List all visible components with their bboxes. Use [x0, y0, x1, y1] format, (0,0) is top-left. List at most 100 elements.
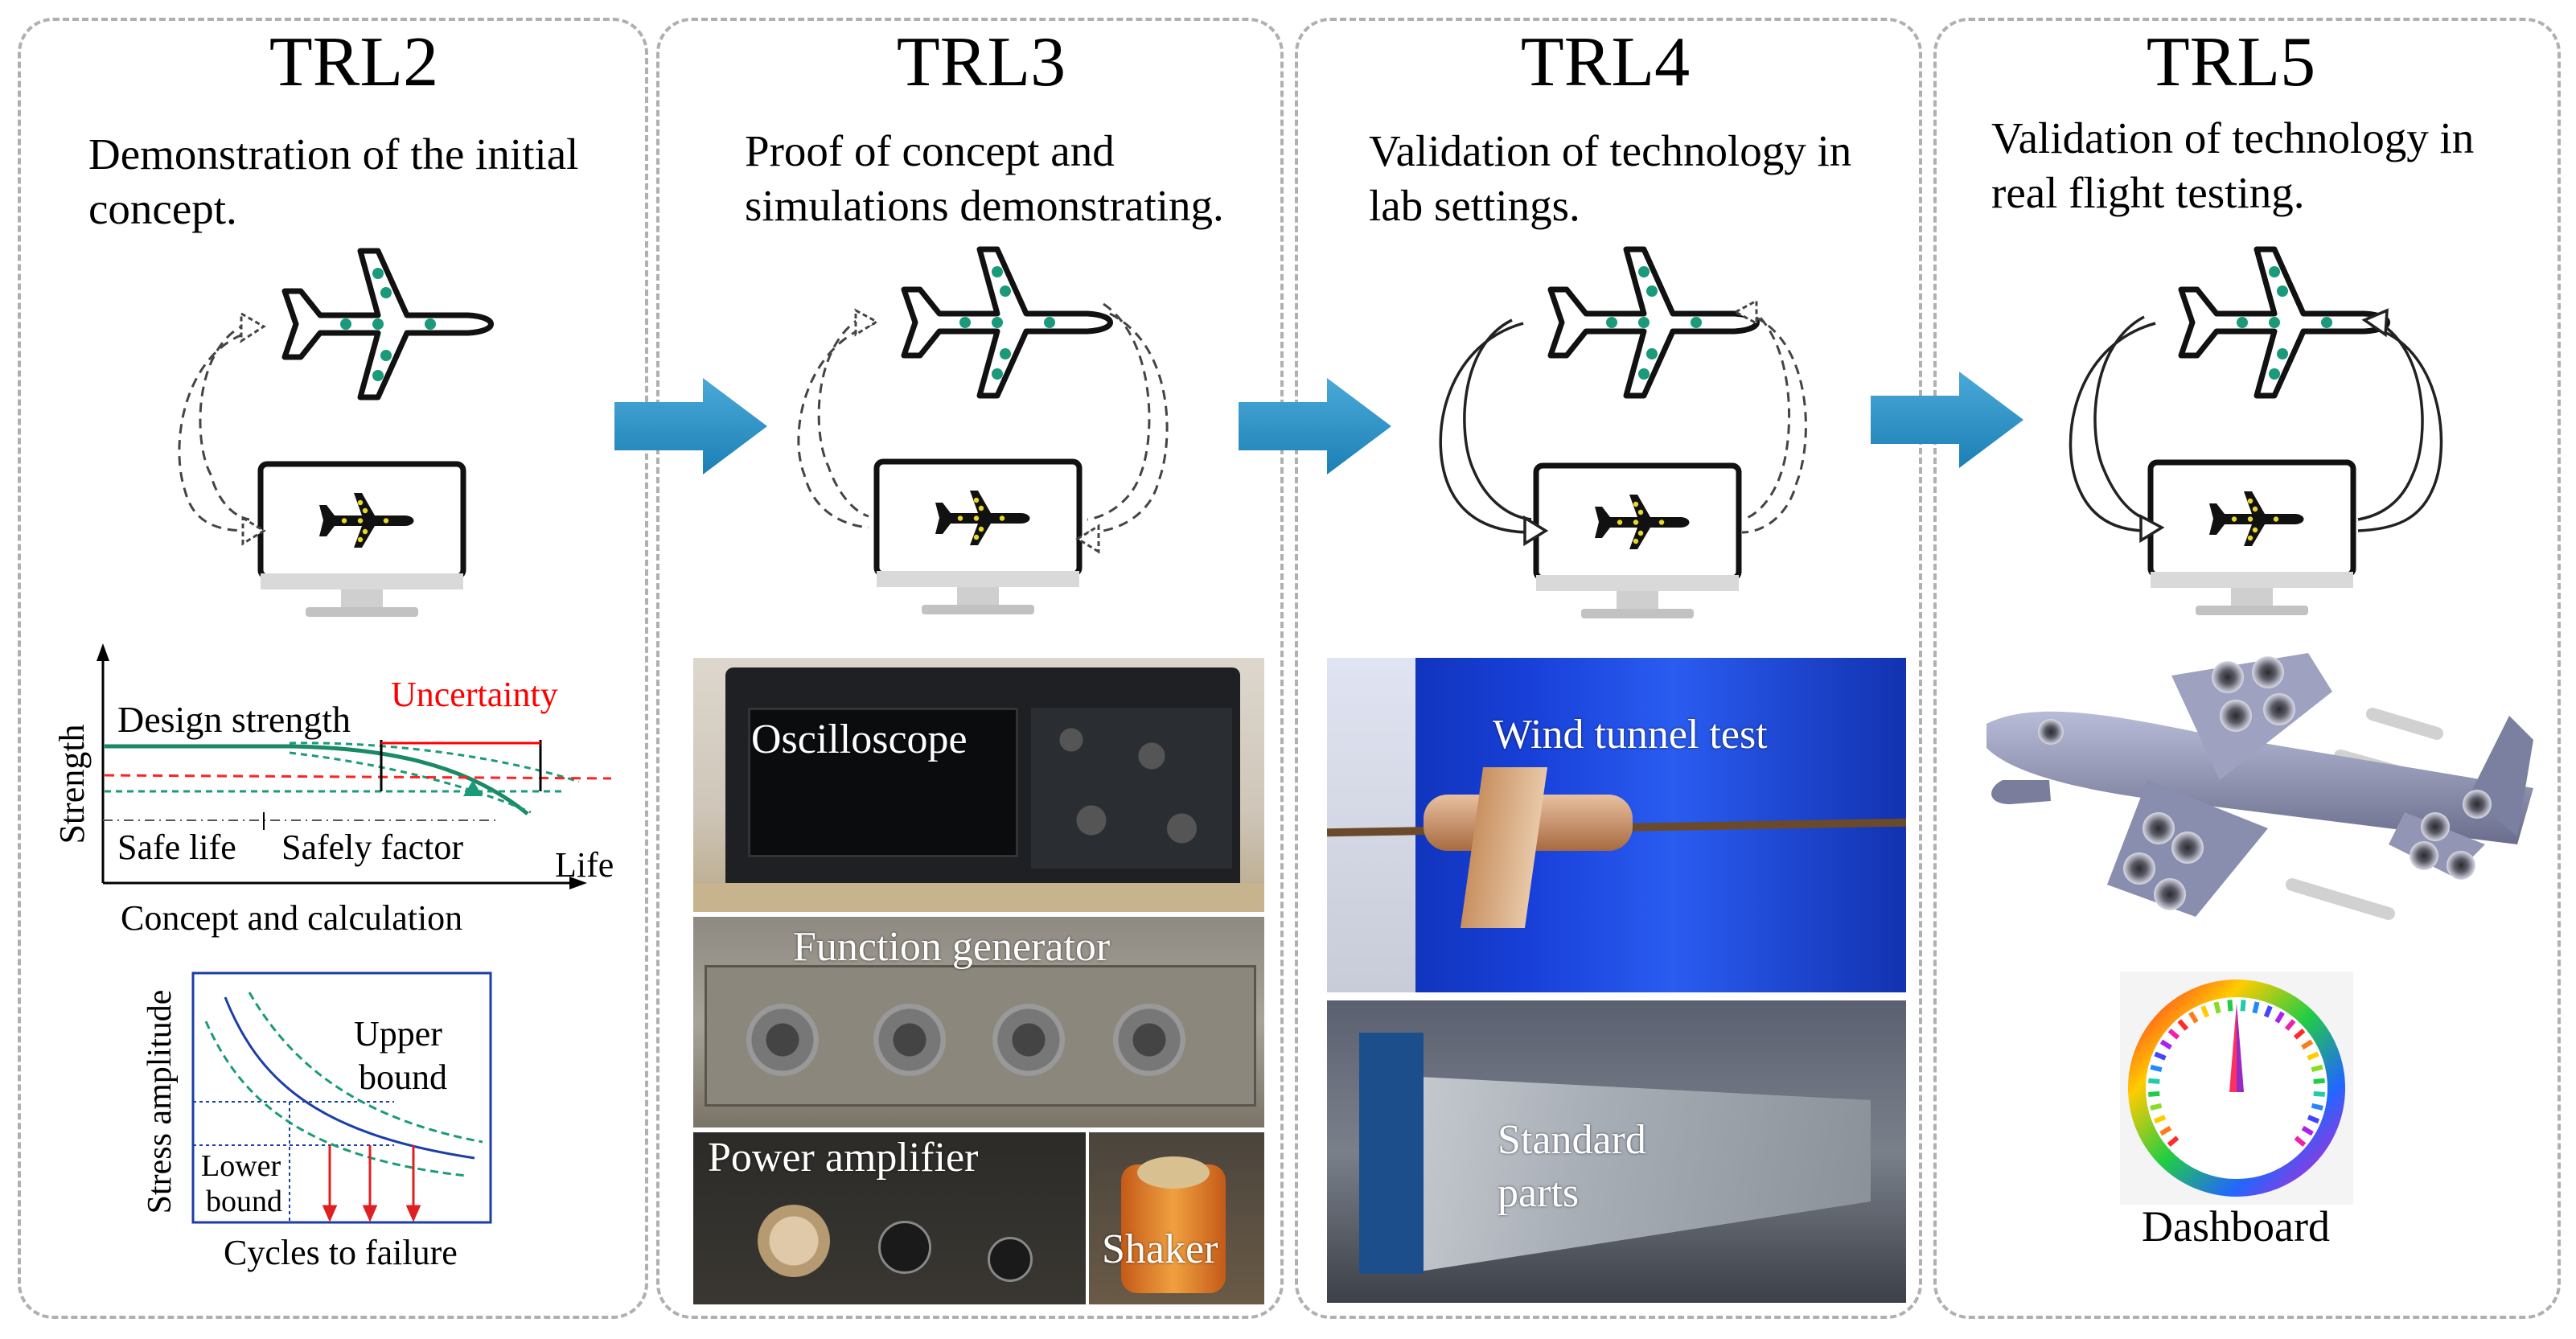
desc-trl5-line2: real flight testing. [1991, 168, 2305, 217]
gauge-tick [2301, 1039, 2314, 1050]
gauge-tick [2150, 1103, 2163, 1111]
oscilloscope-base [693, 883, 1264, 912]
wind-tunnel-side-wall [1327, 658, 1415, 992]
wind-tunnel-label: Wind tunnel test [1493, 712, 1768, 758]
gauge-tick [2148, 1078, 2160, 1084]
oscilloscope-controls [1031, 708, 1232, 869]
title-trl3: TRL3 [896, 23, 1066, 101]
function-generator-knob-3 [992, 1004, 1065, 1076]
desc-trl3: Proof of concept and simulations demonst… [745, 124, 1224, 233]
gauge-tick [2307, 1051, 2319, 1061]
power-amplifier-dial [878, 1221, 931, 1274]
shaker-top [1137, 1156, 1210, 1189]
desc-trl4: Validation of technology in lab settings… [1369, 124, 1851, 233]
trl5-loop [2069, 233, 2443, 635]
gauge-tick [2154, 1051, 2167, 1061]
panel-trl4 [1295, 18, 1922, 1319]
function-generator-knob-4 [1113, 1004, 1185, 1076]
title-trl5: TRL5 [2146, 23, 2316, 101]
monitor-icon [877, 462, 1079, 614]
dashboard-gauge [2120, 971, 2353, 1205]
power-amplifier-label: Power amplifier [708, 1135, 979, 1181]
gauge-tick [2313, 1091, 2325, 1097]
lower-bound-label-2: bound [206, 1185, 282, 1218]
title-trl2: TRL2 [269, 23, 439, 101]
piezo-sensor-dots [2038, 656, 2492, 910]
gauge-tick [2301, 1125, 2314, 1136]
desc-trl3-line1: Proof of concept and [745, 126, 1115, 175]
gauge-tick [2227, 1000, 2233, 1012]
arrow-trl4-to-trl5 [1871, 372, 2023, 468]
gauge-tick [2200, 1005, 2210, 1018]
function-generator-knob-2 [873, 1004, 946, 1076]
gauge-tick [2148, 1091, 2160, 1097]
monitor-icon [261, 464, 463, 617]
safety-factor-label: Safely factor [281, 828, 463, 867]
desc-trl2-line1: Demonstration of the initial [88, 129, 579, 179]
power-amplifier-knob [758, 1205, 830, 1277]
strength-axis-label: Strength [52, 724, 92, 844]
gauge-tick [2159, 1039, 2172, 1050]
gauge-tick [2167, 1029, 2180, 1040]
sn-curve-chart: Stress amplitude Cycles to failure Upper… [142, 971, 492, 1272]
desc-trl4-line1: Validation of technology in [1369, 126, 1852, 175]
gauge-tick [2311, 1103, 2323, 1111]
gauge-tick [2213, 1001, 2221, 1014]
model-aircraft-wing [1460, 767, 1548, 928]
desc-trl5: Validation of technology in real flight … [1991, 111, 2474, 220]
shaker-photo: Shaker [1089, 1132, 1264, 1304]
arrow-trl3-to-trl4 [1239, 378, 1391, 474]
stress-amplitude-axis-label: Stress amplitude [142, 990, 179, 1214]
oscilloscope-screen [748, 708, 1018, 857]
wind-tunnel-photo: Wind tunnel test [1327, 658, 1906, 992]
airplane-icon [2181, 249, 2388, 396]
desc-trl2-line2: concept. [88, 184, 237, 233]
gauge-tick [2167, 1136, 2180, 1148]
dashboard-label: Dashboard [2142, 1202, 2330, 1251]
life-axis-label: Life [555, 845, 614, 885]
trl2-loop [178, 233, 555, 635]
trl3-loop [797, 233, 1169, 635]
panel-trl2 [18, 18, 648, 1319]
gauge-tick [2159, 1125, 2172, 1136]
power-amplifier-photo: Power amplifier [693, 1132, 1086, 1304]
gauge-tick [2263, 1005, 2273, 1018]
gauge-tick [2240, 1000, 2246, 1012]
desc-trl2: Demonstration of the initial concept. [88, 127, 578, 236]
desc-trl5-line1: Validation of technology in [1991, 113, 2475, 162]
standard-parts-photo: Standard parts [1327, 1000, 1906, 1303]
gauge-tick [2293, 1029, 2306, 1040]
gauge-tick [2150, 1064, 2163, 1073]
gauge-tick [2307, 1115, 2320, 1124]
gauge-tick [2274, 1011, 2285, 1024]
gauge-tick [2294, 1136, 2307, 1148]
gauge-tick [2177, 1019, 2189, 1031]
function-generator-label: Function generator [793, 924, 1111, 970]
gauge-tick [2153, 1115, 2167, 1124]
desc-trl4-line2: lab settings. [1369, 181, 1580, 230]
gauge-tick [2252, 1001, 2260, 1014]
flight-test-aircraft [1986, 653, 2533, 920]
trl4-loop [1439, 233, 1807, 635]
desc-trl3-line2: simulations demonstrating. [745, 181, 1224, 230]
concept-calculation-caption: Concept and calculation [121, 898, 462, 938]
arrow-trl2-to-trl3 [614, 378, 767, 474]
strength-life-chart: Strength Design strength Uncertainty Saf… [52, 643, 614, 938]
wing-root [1359, 1033, 1424, 1274]
panel-trl5 [1933, 18, 2561, 1319]
standard-parts-label-1: Standard [1498, 1117, 1646, 1163]
function-generator-photo: Function generator [693, 917, 1264, 1127]
power-amplifier-dial-2 [988, 1237, 1033, 1282]
upper-bound-label-1: Upper [354, 1014, 442, 1054]
airplane-icon [904, 249, 1111, 396]
cycles-to-failure-label: Cycles to failure [224, 1233, 458, 1272]
design-strength-label: Design strength [117, 699, 351, 740]
airplane-icon [1551, 249, 1757, 396]
upper-bound-label-2: bound [359, 1058, 447, 1097]
monitor-icon [2151, 462, 2353, 615]
function-generator-knob-1 [746, 1004, 819, 1076]
lower-bound-label-1: Lower [201, 1149, 281, 1183]
safe-life-label: Safe life [117, 828, 236, 867]
monitor-icon [1536, 466, 1739, 618]
standard-parts-label-2: parts [1498, 1170, 1580, 1216]
